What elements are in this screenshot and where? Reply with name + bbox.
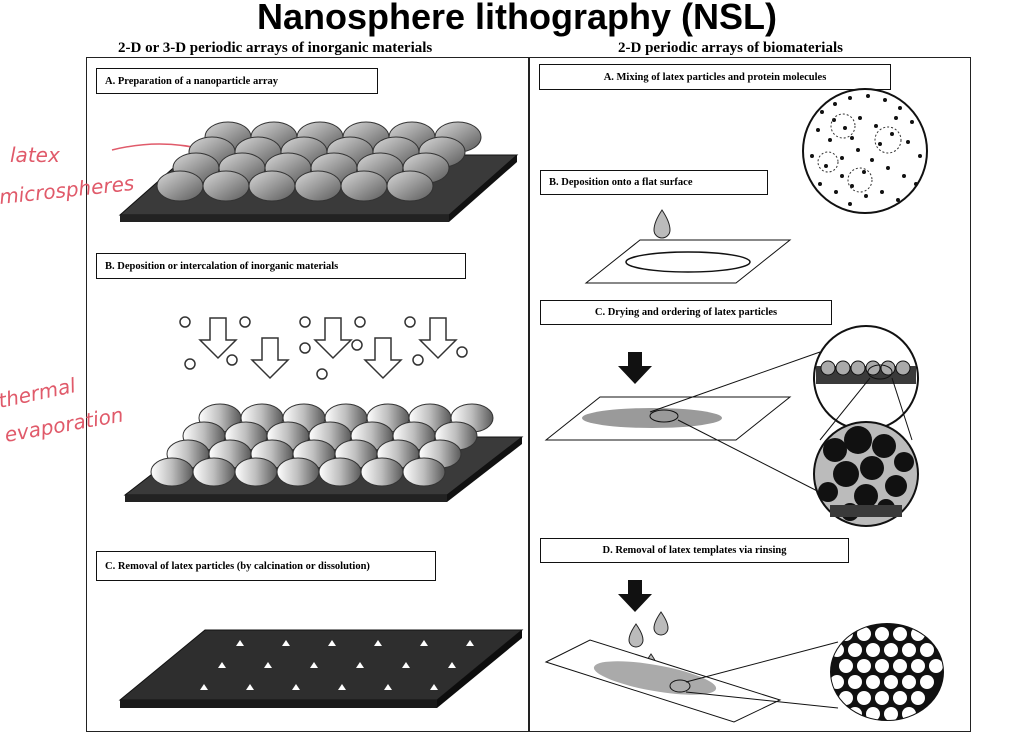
annotation-latex: latex <box>10 143 60 167</box>
left-step-b-box: B. Deposition or intercalation of inorga… <box>96 253 466 279</box>
right-b-deposition <box>584 209 792 284</box>
thermal-evaporation-annotation: thermal evaporation <box>0 373 125 447</box>
left-c-patterned-substrate <box>118 629 524 708</box>
left-step-c-label: C. Removal of latex particles (by calcin… <box>105 560 370 572</box>
annotation-microspheres: microspheres <box>0 171 135 209</box>
left-step-a-box: A. Preparation of a nanoparticle array <box>96 68 378 94</box>
left-b-deposition-arrows <box>179 316 468 380</box>
right-c-drying <box>544 325 919 527</box>
right-column-heading: 2-D periodic arrays of biomaterials <box>618 40 843 56</box>
left-step-c-box: C. Removal of latex particles (by calcin… <box>96 551 436 581</box>
annotation-evaporation: evaporation <box>3 402 125 446</box>
right-step-b-label: B. Deposition onto a flat surface <box>549 177 693 188</box>
right-a-mixture-circle <box>802 88 928 214</box>
column-divider <box>528 57 530 732</box>
left-a-sphere-array <box>118 121 519 222</box>
right-step-d-box: D. Removal of latex templates via rinsin… <box>540 538 849 563</box>
right-step-b-box: B. Deposition onto a flat surface <box>540 170 768 195</box>
left-step-a-label: A. Preparation of a nanoparticle array <box>105 75 279 87</box>
right-d-rinsing <box>544 580 944 723</box>
right-step-c-label: C. Drying and ordering of latex particle… <box>594 307 778 318</box>
left-b-coated-array <box>123 403 524 502</box>
right-step-a-label: A. Mixing of latex particles and protein… <box>603 71 827 83</box>
right-step-d-label: D. Removal of latex templates via rinsin… <box>602 545 787 556</box>
right-step-c-box: C. Drying and ordering of latex particle… <box>540 300 832 325</box>
right-step-a-box: A. Mixing of latex particles and protein… <box>539 64 891 90</box>
left-step-b-label: B. Deposition or intercalation of inorga… <box>105 260 339 272</box>
annotation-thermal: thermal <box>0 373 78 413</box>
page-title: Nanosphere lithography (NSL) <box>256 0 778 37</box>
left-column-heading: 2-D or 3-D periodic arrays of inorganic … <box>118 40 433 56</box>
